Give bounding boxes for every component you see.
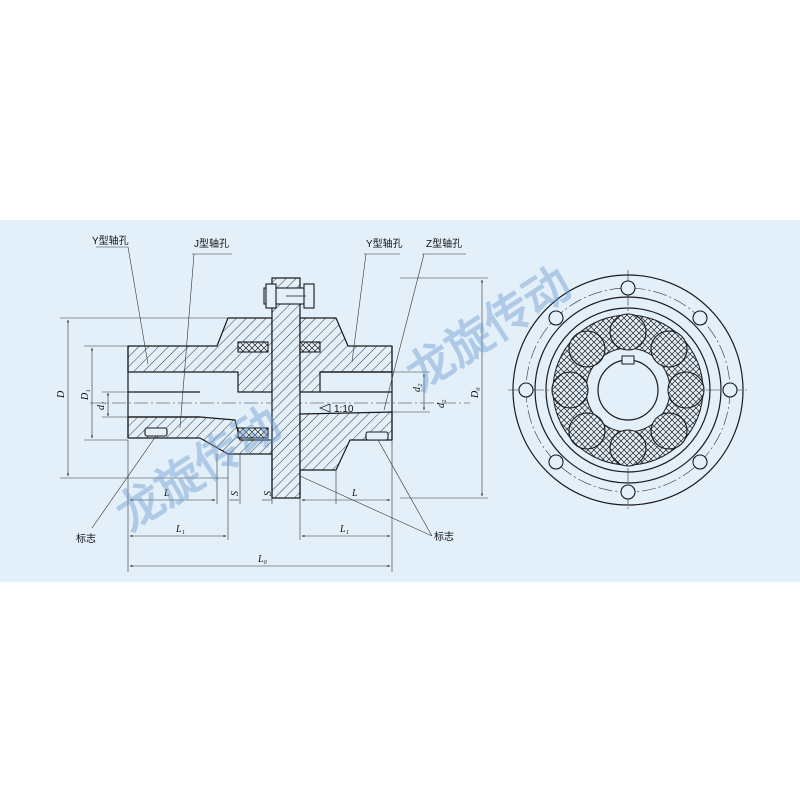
side-section-view: 1:10 D D₁ d₁ d₂ d₂ D₀ L S	[56, 234, 488, 572]
dim-L1-left: L₁	[175, 524, 185, 535]
bolt-holes	[518, 280, 738, 500]
left-elastic-block	[237, 341, 269, 353]
label-mark-left: 标志	[76, 532, 96, 545]
dim-L-left: L	[163, 488, 170, 499]
dim-L0: L₀	[257, 554, 268, 565]
dim-S-left: S	[230, 491, 241, 496]
flange-plate	[271, 277, 301, 499]
taper-label: 1:10	[334, 404, 354, 415]
dim-S-right: S	[263, 491, 274, 496]
mark-slot-left	[144, 427, 168, 437]
mark-slot-right	[365, 431, 389, 441]
label-z-bore: Z型轴孔	[426, 237, 462, 250]
dim-D0: D₀	[470, 387, 481, 399]
left-hub-upper	[127, 317, 273, 393]
keyway	[621, 355, 635, 365]
dim-D: D	[56, 390, 67, 399]
svg-text:d₂: d₂	[436, 399, 447, 408]
label-y-bore-right: Y型轴孔	[366, 237, 403, 250]
label-mark-right: 标志	[434, 530, 454, 543]
hub-bore	[597, 359, 659, 421]
taper-arrow	[319, 403, 331, 413]
dim-L1-right: L₁	[339, 524, 349, 535]
label-y-bore-left: Y型轴孔	[92, 234, 129, 247]
front-view	[508, 270, 748, 510]
dim-d1: d₁	[96, 402, 107, 410]
dim-d2: d₂	[412, 383, 423, 392]
label-j-bore: J型轴孔	[194, 237, 229, 250]
dim-D1: D₁	[80, 389, 91, 401]
dim-L-right: L	[351, 488, 358, 499]
pin-segments	[551, 313, 705, 467]
